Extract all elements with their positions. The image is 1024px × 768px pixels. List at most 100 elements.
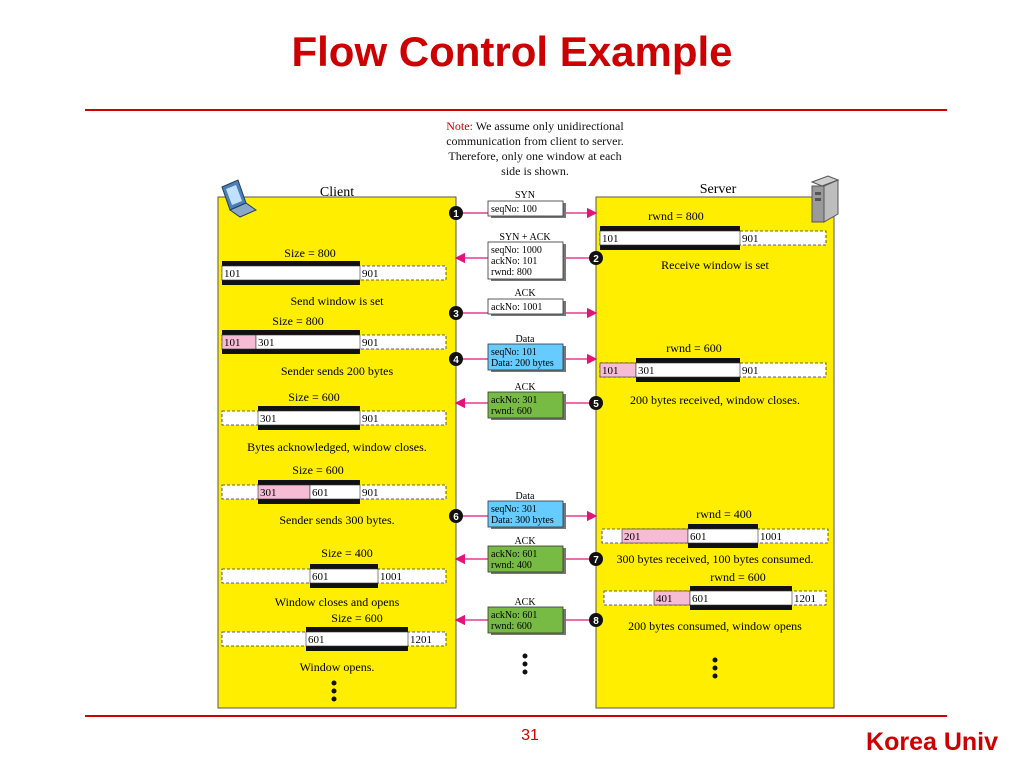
window-end-number: 901 <box>362 268 379 280</box>
window-end-number: 1201 <box>410 634 432 646</box>
message-field: seqNo: 100 <box>491 204 537 215</box>
window-caption: 300 bytes received, 100 bytes consumed. <box>617 552 814 566</box>
window-caption: Sender sends 200 bytes <box>281 364 394 378</box>
window-cell <box>257 410 361 426</box>
window-size-label: rwnd = 600 <box>710 570 765 584</box>
window-size-label: Size = 600 <box>331 611 382 625</box>
message-label: SYN + ACK <box>499 232 551 243</box>
step-number: 6 <box>453 512 459 523</box>
message-label: Data <box>516 491 535 502</box>
step-number: 4 <box>453 355 459 366</box>
message-field: rwnd: 600 <box>491 406 532 417</box>
window-size-label: rwnd = 800 <box>648 209 703 223</box>
message-box <box>487 298 564 315</box>
byte-number: 601 <box>308 634 325 646</box>
laptop-icon <box>221 179 258 218</box>
step-marker <box>589 552 603 566</box>
window-caption: Send window is set <box>291 294 385 308</box>
window-end-number: 901 <box>742 233 759 245</box>
window-size-label: rwnd = 400 <box>696 507 751 521</box>
byte-number: 101 <box>602 365 619 377</box>
step-number: 5 <box>593 399 599 410</box>
window-caption: Bytes acknowledged, window closes. <box>247 440 427 454</box>
message-field: ackNo: 301 <box>491 395 537 406</box>
step-marker <box>449 306 463 320</box>
window-cell <box>305 631 409 647</box>
top-rule <box>85 109 947 111</box>
step-marker <box>589 251 603 265</box>
byte-number: 301 <box>260 487 277 499</box>
message-field: Data: 300 bytes <box>491 515 554 526</box>
step-marker <box>589 396 603 410</box>
assumption-note: Note: We assume only unidirectional comm… <box>425 119 645 179</box>
message-label: SYN <box>515 190 535 201</box>
message-field: ackNo: 601 <box>491 610 537 621</box>
byte-number: 301 <box>260 413 277 425</box>
message-label: ACK <box>514 382 536 393</box>
message-field: ackNo: 101 <box>491 256 537 267</box>
window-size-label: Size = 800 <box>272 314 323 328</box>
byte-number: 201 <box>624 531 641 543</box>
step-marker <box>449 509 463 523</box>
window-cell <box>221 265 361 281</box>
byte-number: 101 <box>224 337 241 349</box>
window-cell <box>687 528 759 544</box>
window-caption: 200 bytes received, window closes. <box>630 393 800 407</box>
window-end-number: 901 <box>362 487 379 499</box>
slide-title: Flow Control Example <box>291 28 733 75</box>
window-end-number: 901 <box>362 413 379 425</box>
message-label: ACK <box>514 536 536 547</box>
ellipsis-dots-client <box>331 680 337 702</box>
window-caption: Receive window is set <box>661 258 769 272</box>
ellipsis-dots-server <box>712 657 718 679</box>
window-size-label: Size = 600 <box>288 390 339 404</box>
ellipsis-dots-middle <box>522 653 528 675</box>
message-field: seqNo: 101 <box>491 347 537 358</box>
window-end-number: 1001 <box>760 531 782 543</box>
message-field: ackNo: 601 <box>491 549 537 560</box>
step-number: 1 <box>453 209 459 220</box>
window-caption: 200 bytes consumed, window opens <box>628 619 802 633</box>
window-cell <box>255 334 361 350</box>
message-field: rwnd: 600 <box>491 621 532 632</box>
server-panel <box>595 196 835 709</box>
window-caption: Window closes and opens <box>275 595 400 609</box>
step-number: 8 <box>593 616 599 627</box>
message-label: ACK <box>514 288 536 299</box>
message-box <box>487 391 564 419</box>
byte-number: 301 <box>258 337 275 349</box>
step-marker <box>449 206 463 220</box>
message-box <box>487 241 564 280</box>
client-header: Client <box>320 185 354 200</box>
step-number: 3 <box>453 309 459 320</box>
message-field: Data: 200 bytes <box>491 358 554 369</box>
window-cell <box>309 484 361 500</box>
step-number: 7 <box>593 555 599 566</box>
byte-number: 101 <box>224 268 241 280</box>
note-prefix: Note: <box>446 119 473 133</box>
window-caption: Window opens. <box>300 660 375 674</box>
step-marker <box>589 613 603 627</box>
message-box <box>487 545 564 573</box>
step-number: 2 <box>593 254 599 265</box>
bottom-rule <box>85 715 947 717</box>
message-field: seqNo: 301 <box>491 504 537 515</box>
window-caption: Sender sends 300 bytes. <box>279 513 394 527</box>
window-size-label: Size = 400 <box>321 546 372 560</box>
message-box <box>487 343 564 371</box>
